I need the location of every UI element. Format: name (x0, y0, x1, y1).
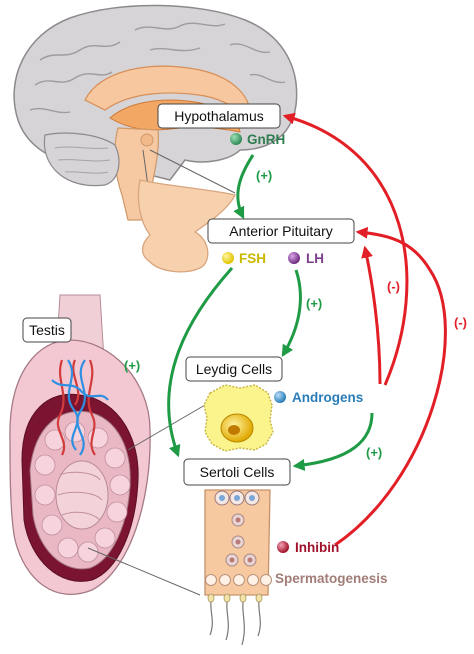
anterior-pituitary-label: Anterior Pituitary (207, 218, 355, 244)
spermatogenesis-text: Spermatogenesis (275, 571, 388, 586)
anterior-pituitary-text: Anterior Pituitary (229, 223, 332, 239)
androgens-dot (274, 391, 286, 403)
gnrh-arrow (233, 154, 255, 220)
testis-text: Testis (29, 322, 65, 338)
lh-label: LH (288, 251, 324, 266)
androgens-sertoli-arrow (292, 412, 374, 471)
inhibin-pituitary-arrow (334, 226, 447, 547)
fsh-arrow (167, 267, 234, 458)
leydig-cells-text: Leydig Cells (196, 361, 272, 377)
inhibin-dot (277, 541, 289, 553)
fsh-plus-sign: (+) (124, 358, 140, 373)
sertoli-cells-label: Sertoli Cells (183, 458, 291, 486)
leydig-cells-label: Leydig Cells (185, 356, 283, 382)
gnrh-dot (230, 133, 242, 145)
gnrh-text: GnRH (247, 132, 285, 147)
androgens-label: Androgens (274, 390, 363, 405)
testis-label: Testis (22, 317, 72, 343)
gnrh-label: GnRH (230, 132, 285, 147)
androgens-pituitary-arrow (361, 245, 382, 385)
lh-text: LH (306, 251, 324, 266)
leydig-cell (203, 384, 274, 452)
lh-arrow (281, 269, 302, 358)
androgens-hypothalamus-arrow (282, 112, 409, 386)
testis-illustration (9, 294, 151, 596)
pituitary-illustration (137, 179, 236, 273)
sertoli-cell (204, 489, 272, 646)
fsh-text: FSH (239, 251, 266, 266)
hypothalamus-label: Hypothalamus (157, 103, 281, 129)
testis-zoom-lines (87, 404, 206, 596)
lh-dot (288, 252, 300, 264)
inhibin-minus-sign: (-) (454, 315, 467, 330)
inhibin-label: Inhibin (277, 540, 339, 555)
sertoli-cells-text: Sertoli Cells (200, 464, 275, 480)
hypothalamus-text: Hypothalamus (174, 108, 264, 124)
fsh-dot (222, 252, 234, 264)
androgens-minus-sign: (-) (387, 279, 400, 294)
gnrh-plus-sign: (+) (256, 168, 272, 183)
androgens-text: Androgens (292, 390, 363, 405)
androgens-plus-sign: (+) (366, 445, 382, 460)
lh-plus-sign: (+) (306, 296, 322, 311)
inhibin-text: Inhibin (295, 540, 339, 555)
fsh-label: FSH (222, 251, 266, 266)
